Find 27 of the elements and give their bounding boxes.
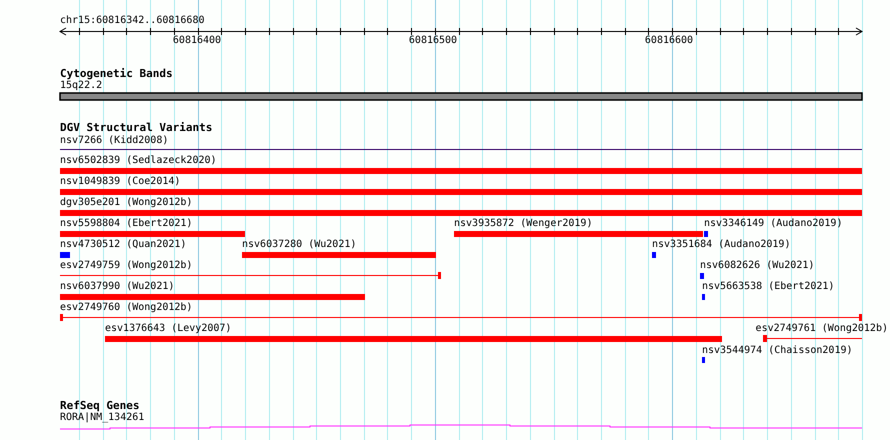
- feature-label: nsv3351684 (Audano2019): [652, 239, 790, 251]
- feature-label: nsv7266 (Kidd2008): [60, 135, 168, 147]
- track-title: RefSeq Genes: [60, 400, 140, 412]
- tick-label: 60816600: [644, 35, 694, 47]
- feature-label: nsv6502839 (Sedlazeck2020): [60, 155, 217, 167]
- feature-label: esv2749760 (Wong2012b): [60, 302, 192, 314]
- feature-label: nsv1049839 (Coe2014): [60, 176, 180, 188]
- feature-label: nsv3544974 (Chaisson2019): [702, 345, 853, 357]
- feature-label: nsv6037990 (Wu2021): [60, 281, 174, 293]
- feature-label: nsv5598804 (Ebert2021): [60, 218, 192, 230]
- feature-label: nsv4730512 (Quan2021): [60, 239, 186, 251]
- feature-label: dgv305e201 (Wong2012b): [60, 197, 192, 209]
- feature-label: nsv3346149 (Audano2019): [704, 218, 842, 230]
- tick-label: 60816400: [172, 35, 222, 47]
- feature-label: esv2749761 (Wong2012b): [756, 323, 888, 335]
- feature-label: nsv5663538 (Ebert2021): [702, 281, 834, 293]
- feature-label: esv2749759 (Wong2012b): [60, 260, 192, 272]
- feature-label: nsv3935872 (Wenger2019): [454, 218, 592, 230]
- feature-label: nsv6037280 (Wu2021): [242, 239, 356, 251]
- track-title: Cytogenetic Bands: [60, 68, 173, 80]
- feature-label: esv1376643 (Levy2007): [105, 323, 232, 335]
- track-label: chr15:60816342..60816680: [60, 15, 204, 27]
- tick-label: 60816500: [408, 35, 458, 47]
- track-title: DGV Structural Variants: [60, 122, 212, 134]
- track-label: RORA|NM_134261: [60, 412, 144, 424]
- feature-label: nsv6082626 (Wu2021): [700, 260, 814, 272]
- track-label: 15q22.2: [60, 80, 102, 92]
